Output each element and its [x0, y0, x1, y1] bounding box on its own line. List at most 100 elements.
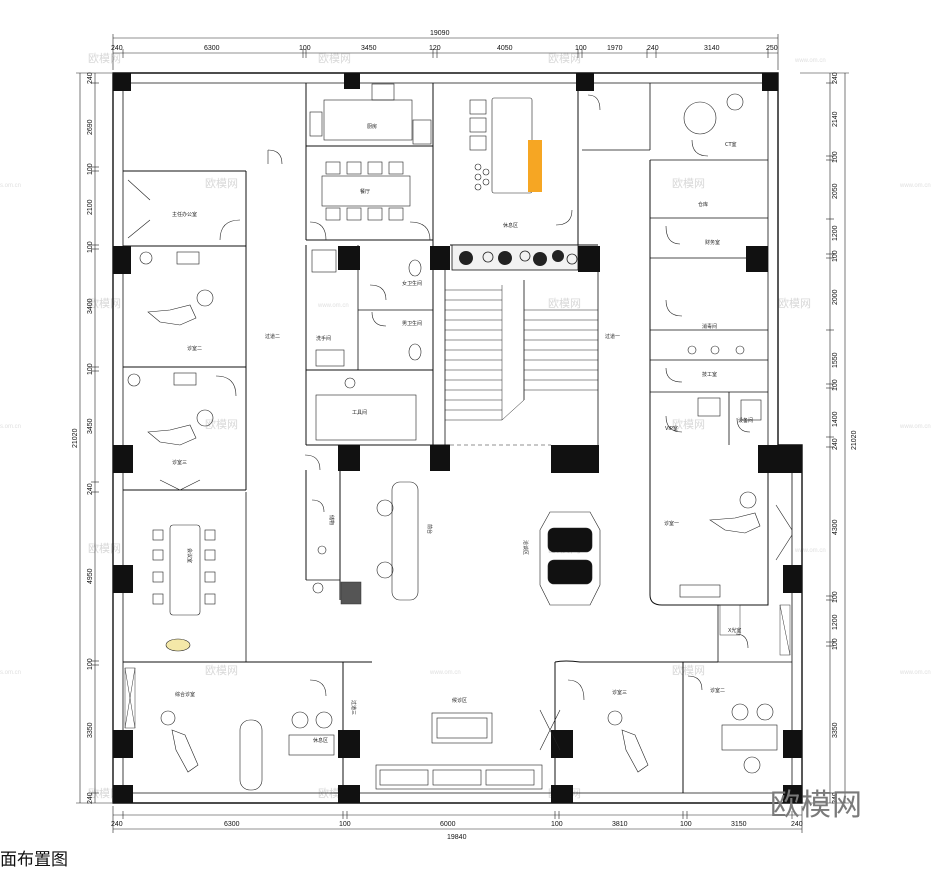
watermark-text: 欧模网	[205, 664, 238, 677]
room-label: 诊室三	[172, 459, 187, 466]
room-label: 综合诊室	[175, 691, 195, 698]
dim-total-right: 21020	[851, 430, 858, 450]
room-label: 洽谈区	[522, 540, 529, 555]
watermark-text: 欧模网	[88, 52, 121, 65]
dental-chair-icon	[709, 491, 761, 534]
dim-label: 100	[832, 591, 839, 603]
top-dimensions: 19090 240 6300 100 3450 120 4050 100 197…	[111, 30, 778, 52]
dim-label: 240	[87, 792, 94, 804]
dim-label: 1200	[832, 614, 839, 630]
room-label: 诊室二	[710, 687, 725, 694]
watermark-url: s.om.cn	[0, 670, 21, 676]
room-label: 候诊区	[452, 697, 467, 704]
dim-label: 100	[680, 821, 692, 828]
room-label: 诊室二	[187, 345, 202, 352]
dim-label: 240	[647, 45, 659, 52]
dim-label: 100	[87, 241, 94, 253]
dim-label: 100	[87, 658, 94, 670]
dim-label: 240	[791, 821, 803, 828]
watermark-text: 欧模网	[205, 177, 238, 190]
room-label: 过道一	[605, 333, 620, 340]
watermark-url: s.om.cn	[0, 183, 21, 189]
dim-label: 6300	[204, 45, 220, 52]
watermark-text: 欧模网	[548, 52, 581, 65]
window-hatches	[124, 581, 791, 729]
room-label: 仓库	[698, 201, 708, 208]
room-label: 财务室	[705, 239, 720, 246]
dim-label: 100	[832, 638, 839, 650]
watermark-url: www.om.cn	[899, 183, 931, 189]
room-label: X光室	[728, 627, 741, 634]
dim-label: 100	[87, 163, 94, 175]
dim-label: 2000	[832, 289, 839, 305]
watermark-url: www.om.cn	[899, 670, 931, 676]
watermark-url: www.om.cn	[794, 548, 826, 554]
watermark-text: 欧模网	[672, 664, 705, 677]
planter-strip	[451, 244, 579, 271]
room-label: 洗手间	[316, 335, 331, 342]
watermark-url: s.om.cn	[0, 424, 21, 430]
room-label: 厨房	[367, 123, 377, 130]
room-label: 诊室一	[664, 520, 679, 527]
watermark-text: 欧模网	[778, 297, 811, 310]
dim-label: 1200	[832, 225, 839, 241]
room-label: 女卫生间	[402, 280, 422, 287]
background-watermarks: 欧模网 欧模网 欧模网 www.om.cn 欧模网 s.om.cn 欧模网 ww…	[0, 52, 931, 800]
room-label: CT室	[725, 141, 737, 148]
dim-label: 240	[87, 72, 94, 84]
dim-label: 3400	[87, 298, 94, 314]
dim-label: 240	[111, 821, 123, 828]
dental-chair-icon	[147, 289, 214, 326]
dim-label: 1400	[832, 411, 839, 427]
room-label: 休息区	[503, 222, 518, 229]
watermark-text: 欧模网	[672, 177, 705, 190]
dimension-lines	[76, 34, 849, 833]
furniture	[127, 83, 793, 791]
room-label: 储物	[328, 515, 335, 525]
bottom-dimensions: 240 6300 100 6000 100 3810 100 3150 240 …	[111, 821, 803, 841]
watermark-url: www.om.cn	[317, 303, 349, 309]
dim-label: 100	[832, 250, 839, 262]
dim-label: 3810	[612, 821, 628, 828]
room-label: 过道二	[265, 333, 280, 340]
dental-chair-icon	[160, 710, 199, 773]
dim-label: 100	[339, 821, 351, 828]
dim-label: 3450	[87, 418, 94, 434]
dim-label: 250	[766, 45, 778, 52]
room-label: 消毒间	[702, 323, 717, 330]
watermark-text: 欧模网	[318, 52, 351, 65]
dim-label: 100	[299, 45, 311, 52]
room-label: 诊室三	[612, 689, 627, 696]
dental-chair-icon	[147, 409, 214, 446]
brand-watermark: 欧模网	[770, 788, 863, 823]
dim-label: 1550	[832, 352, 839, 368]
room-label: 工具间	[352, 409, 367, 416]
dim-label: 2100	[87, 199, 94, 215]
watermark-url: www.om.cn	[429, 670, 461, 676]
dim-label: 240	[111, 45, 123, 52]
dim-label: 100	[832, 151, 839, 163]
dental-chair-icon	[607, 710, 649, 773]
dim-label: 240	[832, 438, 839, 450]
watermark-url: www.om.cn	[794, 58, 826, 64]
room-labels: 主任办公室 诊室二 诊室三 过道二 过道一 厨房 餐厅 休息区 女卫生间 男卫生…	[172, 123, 753, 744]
dim-label: 4050	[497, 45, 513, 52]
dim-label: 240	[87, 483, 94, 495]
dim-label: 100	[87, 363, 94, 375]
dim-total-left: 21020	[72, 428, 79, 448]
dim-label: 3350	[832, 722, 839, 738]
room-label: 技工室	[702, 371, 717, 378]
room-label: 主任办公室	[172, 211, 197, 218]
room-label: 男卫生间	[402, 320, 422, 327]
dim-label: 6000	[440, 821, 456, 828]
watermark-text: 欧模网	[88, 542, 121, 555]
dim-label: 100	[832, 379, 839, 391]
structural-columns	[113, 73, 802, 803]
left-dimensions: 21020 240 2690 100 2100 100 3400 100 345…	[72, 72, 94, 804]
dim-label: 1970	[607, 45, 623, 52]
dim-label: 100	[575, 45, 587, 52]
dim-label: 240	[832, 792, 839, 804]
watermark-text: 欧模网	[672, 418, 705, 431]
watermark-text: 欧模网	[205, 418, 238, 431]
